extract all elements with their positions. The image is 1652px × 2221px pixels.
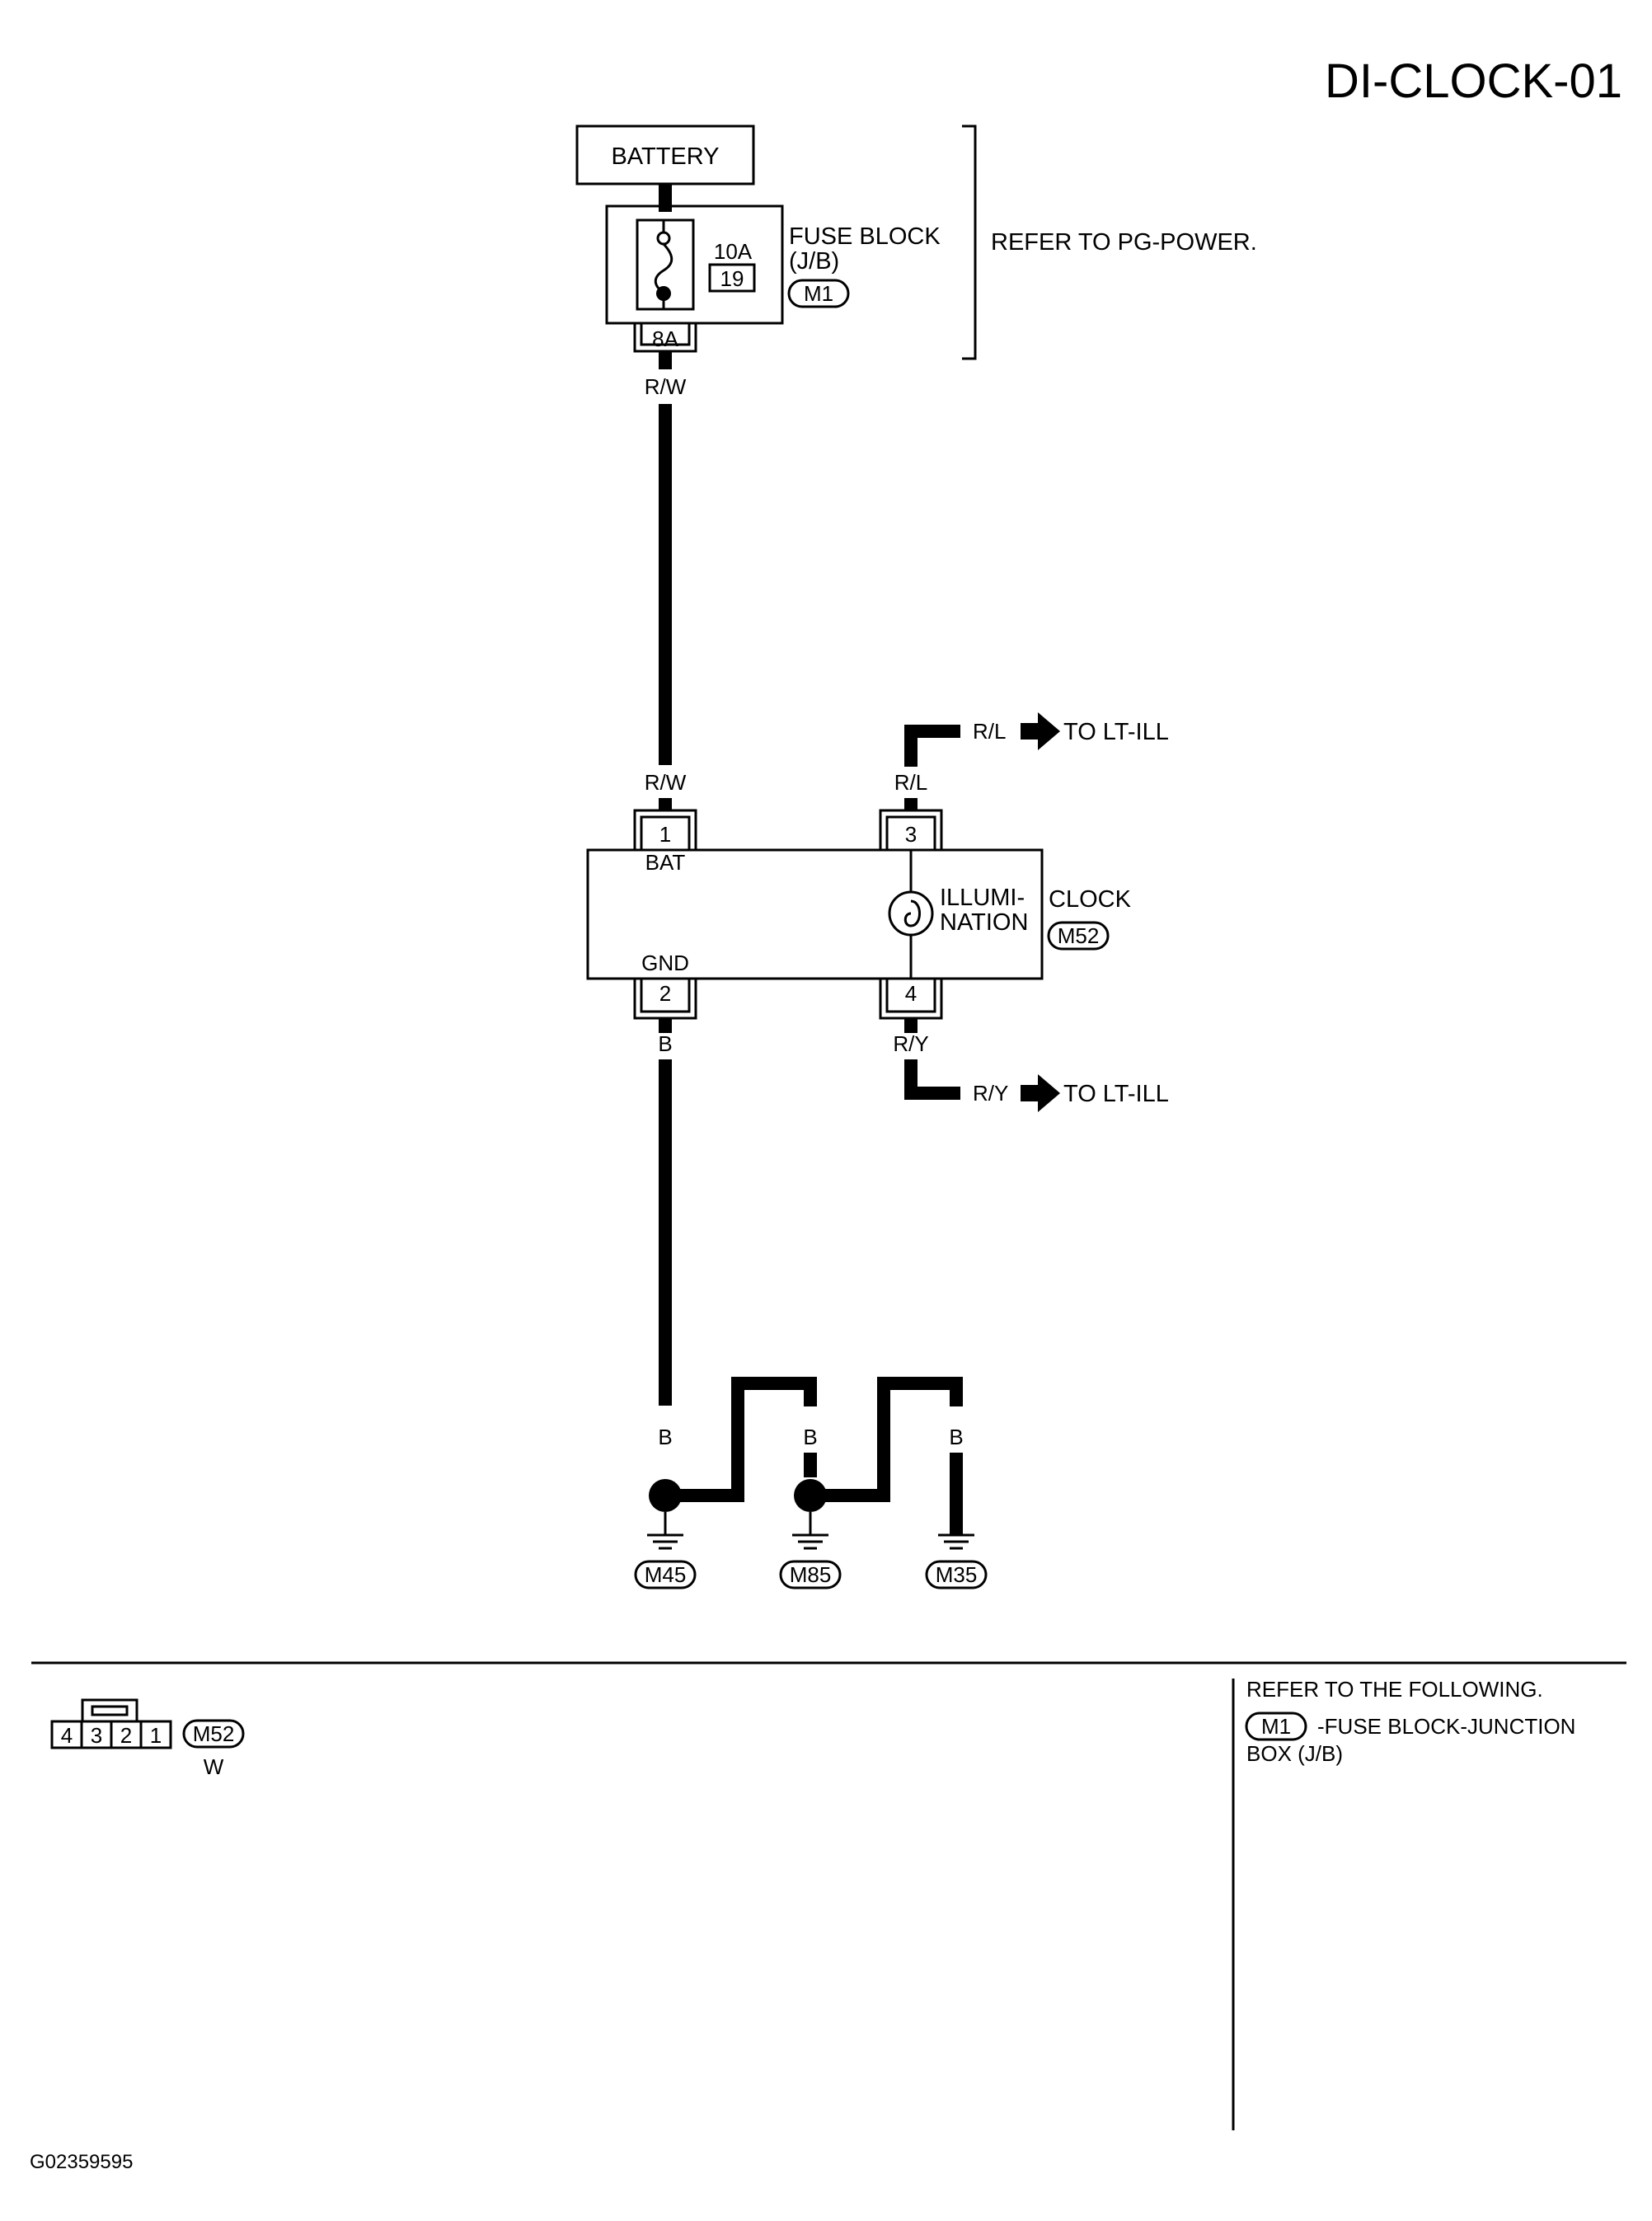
refer-following-heading: REFER TO THE FOLLOWING. xyxy=(1246,1677,1543,1702)
illumination-label-2: NATION xyxy=(940,909,1028,936)
wire-label-clock-in: R/W xyxy=(645,770,687,795)
refer-desc-2: BOX (J/B) xyxy=(1246,1741,1343,1766)
connector-face: 4 3 2 1 xyxy=(50,1698,172,1749)
wire-ground xyxy=(659,1059,672,1406)
fuse-top-terminal xyxy=(656,231,671,246)
clock-pin-3: 3 xyxy=(905,822,917,847)
ground-icon xyxy=(792,1512,828,1550)
battery-label: BATTERY xyxy=(611,143,719,170)
page-title: DI-CLOCK-01 xyxy=(1325,54,1622,108)
clock-bat-label: BAT xyxy=(645,850,686,875)
wire-label-illum-in: R/L xyxy=(894,770,927,795)
fuse-terminal-8a: 8A xyxy=(652,326,678,351)
fuse-amp: 10A xyxy=(714,239,753,264)
fuse-connector-oval xyxy=(787,279,850,308)
face-connector-id: M52 xyxy=(193,1721,235,1746)
clock-box xyxy=(586,848,1044,980)
wire-rl xyxy=(904,725,960,767)
face-pin-4: 4 xyxy=(61,1723,73,1748)
fuse-block-jb: (J/B) xyxy=(789,248,839,275)
to-lt-ill-top: TO LT-ILL xyxy=(1063,719,1169,745)
fuse-number-box xyxy=(708,263,756,293)
refer-connector-oval xyxy=(1245,1712,1307,1741)
clock-pin-2: 2 xyxy=(659,981,671,1006)
clock-connector-id: M52 xyxy=(1058,923,1100,948)
clock-pin-4: 4 xyxy=(905,981,917,1006)
wire-label-illum-out: R/Y xyxy=(893,1031,928,1056)
wire-label-ground-g2a: B xyxy=(730,1425,744,1449)
fuse-number: 19 xyxy=(720,266,744,291)
refer-connector-id: M1 xyxy=(1261,1714,1291,1739)
ground-connector-oval xyxy=(779,1560,842,1589)
arrow-icon xyxy=(1021,712,1060,750)
face-pin-1: 1 xyxy=(150,1723,162,1748)
face-connector-color: W xyxy=(204,1754,224,1779)
to-lt-ill-bottom: TO LT-ILL xyxy=(1063,1081,1169,1107)
face-pin-3: 3 xyxy=(91,1723,102,1748)
clock-pin-1: 1 xyxy=(659,822,671,847)
refer-power: REFER TO PG-POWER. xyxy=(991,229,1257,256)
clock-label: CLOCK xyxy=(1049,886,1132,913)
ground-connector-1: M45 xyxy=(645,1562,687,1587)
wire-label-ground-g3: B xyxy=(876,1425,890,1449)
battery-wire xyxy=(659,184,672,212)
clock-connector-oval xyxy=(1047,921,1110,951)
clock-gnd-label: GND xyxy=(641,951,689,975)
wire-label-ground-g1: B xyxy=(658,1425,672,1449)
face-connector-oval xyxy=(182,1719,245,1749)
ground-icon xyxy=(647,1512,683,1550)
diagram-code: G02359595 xyxy=(30,2151,133,2173)
ground-connector-oval xyxy=(634,1560,697,1589)
face-pin-2: 2 xyxy=(120,1723,132,1748)
power-bracket xyxy=(962,124,977,360)
fuse-icon xyxy=(654,242,673,294)
fuse-block-label: FUSE BLOCK xyxy=(789,223,941,250)
arrow-icon xyxy=(1021,1074,1060,1112)
ground-connector-oval xyxy=(925,1560,988,1589)
fuse-element-box xyxy=(636,218,695,311)
ground-icon xyxy=(938,1533,974,1550)
wire-label-ground-g3b: B xyxy=(949,1425,963,1449)
illumination-label-1: ILLUMI- xyxy=(940,885,1025,911)
wire-label-battery-feed: R/W xyxy=(645,374,687,399)
fuse-connector-id: M1 xyxy=(804,281,833,306)
wire-rw xyxy=(659,404,672,765)
wire-label-illum-bottom: R/Y xyxy=(973,1081,1008,1106)
ground-connector-3: M35 xyxy=(936,1562,978,1587)
wire-label-ground-main: B xyxy=(658,1031,672,1056)
refer-desc-1: -FUSE BLOCK-JUNCTION xyxy=(1317,1714,1575,1739)
splice-1 xyxy=(649,1479,682,1512)
wire-ry xyxy=(904,1059,960,1100)
ground-connector-2: M85 xyxy=(790,1562,832,1587)
splice-2 xyxy=(794,1479,827,1512)
wire-label-illum-top: R/L xyxy=(973,719,1006,744)
wire-label-ground-g2b: B xyxy=(803,1425,817,1449)
